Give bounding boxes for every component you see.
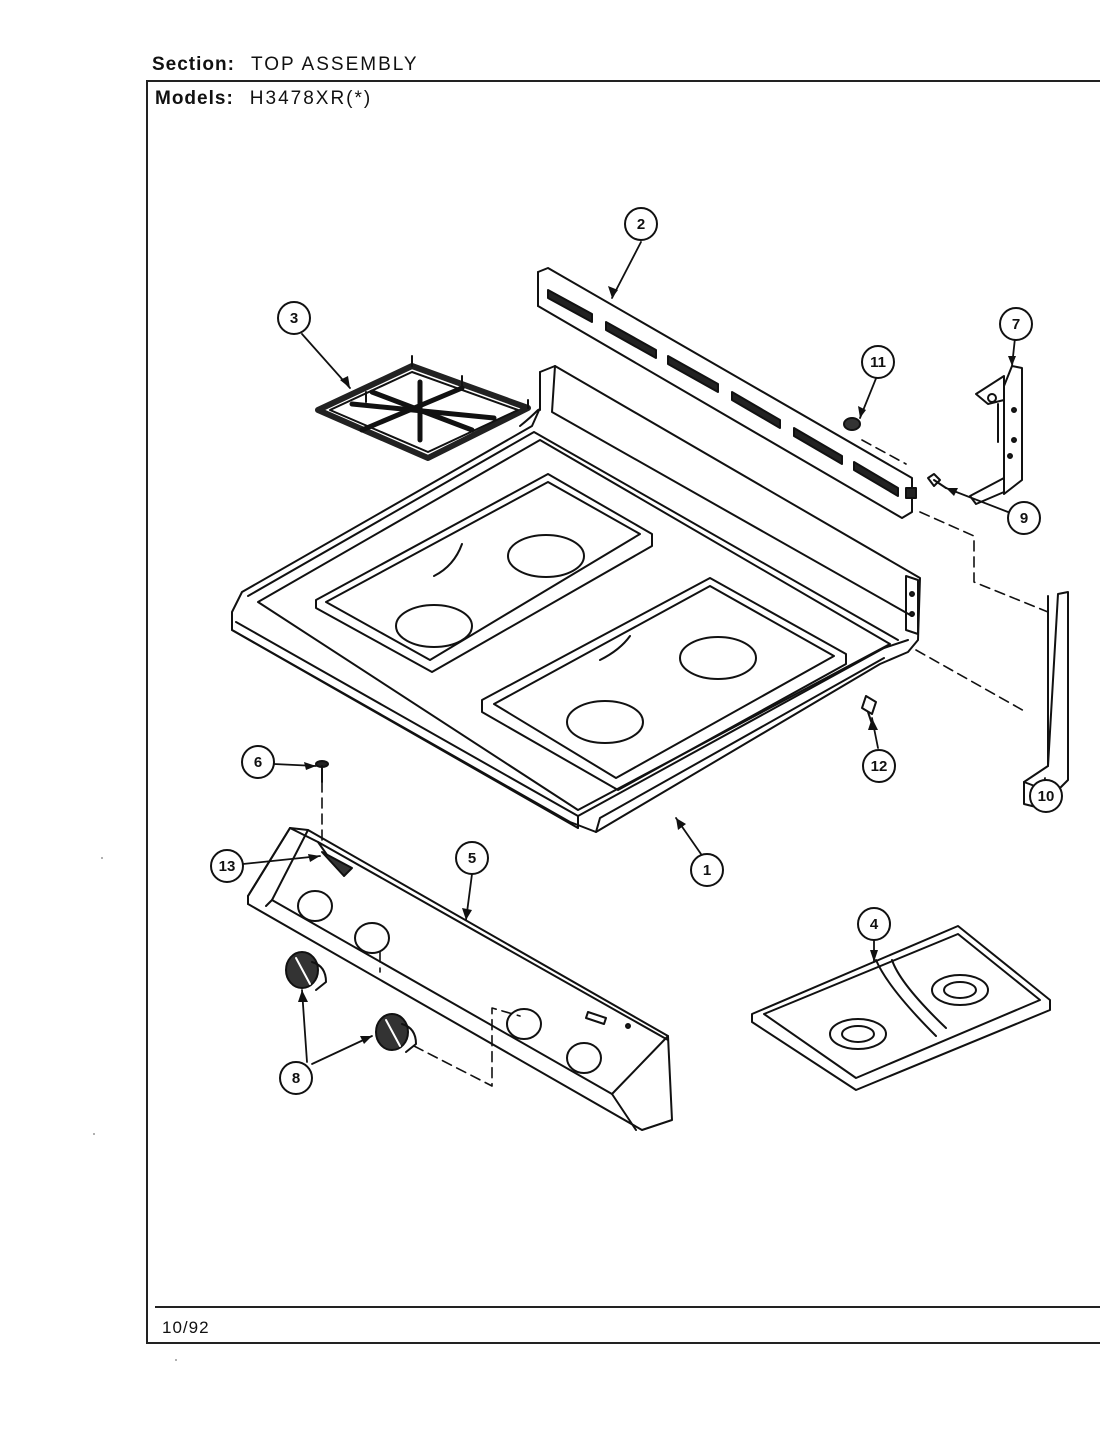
callout-13: 13 (210, 849, 244, 883)
models-line: Models: H3478XR(*) (155, 88, 372, 110)
hinge-bracket-part (969, 365, 1023, 505)
scan-specks (93, 857, 177, 1361)
side-trim-part (1023, 591, 1069, 809)
svg-text:5: 5 (468, 850, 476, 867)
assembly-dashed-lines (321, 439, 1049, 1087)
models-value: H3478XR(*) (249, 88, 373, 109)
revision-date: 10/92 (162, 1318, 210, 1337)
svg-text:13: 13 (219, 858, 236, 875)
svg-text:3: 3 (290, 310, 298, 327)
callout-4: 4 (857, 907, 891, 941)
callout-5: 5 (455, 841, 489, 875)
callout-9: 9 (1007, 501, 1041, 535)
callout-8: 8 (279, 1061, 313, 1095)
callout-10: 10 (1029, 779, 1063, 813)
section-line: Section: TOP ASSEMBLY (152, 54, 419, 76)
svg-text:8: 8 (292, 1070, 300, 1087)
callout-12: 12 (862, 749, 896, 783)
callout-7: 7 (999, 307, 1033, 341)
backguard-trim-part (537, 267, 917, 519)
section-label: Section: (152, 54, 235, 75)
control-panel-part (247, 827, 673, 1131)
footer-rule (155, 1306, 1100, 1308)
svg-text:12: 12 (871, 758, 888, 775)
callout-bubbles: 1 2 3 4 5 6 7 8 9 10 11 12 13 (210, 207, 1063, 1095)
svg-text:6: 6 (254, 754, 262, 771)
small-hardware (843, 417, 947, 725)
svg-text:11: 11 (870, 354, 886, 371)
screw-part (315, 760, 329, 783)
svg-text:4: 4 (870, 916, 879, 933)
callout-3: 3 (277, 301, 311, 335)
svg-text:2: 2 (637, 216, 645, 233)
svg-text:10: 10 (1038, 788, 1055, 805)
callout-1: 1 (690, 853, 724, 887)
svg-text:9: 9 (1020, 510, 1028, 527)
section-title: TOP ASSEMBLY (250, 54, 419, 75)
maintop-part (231, 365, 921, 833)
callout-11: 11 (861, 345, 895, 379)
knob-parts (285, 951, 417, 1053)
burner-box-part (751, 925, 1051, 1091)
callout-2: 2 (624, 207, 658, 241)
diagram-frame (146, 80, 1100, 1344)
burner-grate-part (315, 355, 531, 461)
svg-text:1: 1 (703, 862, 711, 879)
svg-text:7: 7 (1012, 316, 1020, 333)
models-label: Models: (155, 88, 234, 109)
callout-6: 6 (241, 745, 275, 779)
